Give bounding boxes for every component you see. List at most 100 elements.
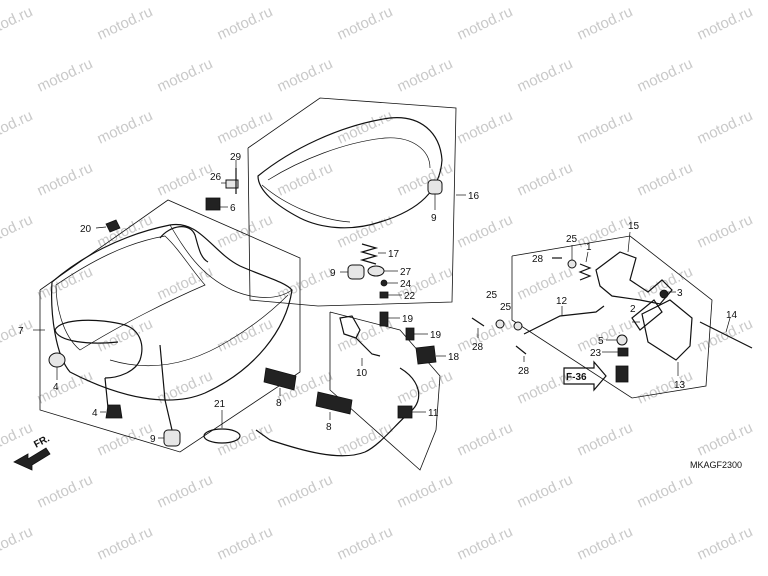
clip-20 — [105, 219, 121, 233]
lever-12 — [523, 305, 605, 335]
rear-seat-group — [247, 97, 466, 307]
front-seat-group — [33, 160, 301, 453]
watermark-text: motod.ru — [695, 523, 756, 563]
watermark-text: motod.ru — [395, 367, 456, 407]
bracket-18 — [415, 345, 437, 365]
cable-end-11 — [397, 405, 413, 419]
lock-10 — [339, 315, 381, 357]
watermark-text: motod.ru — [95, 419, 156, 459]
watermark-text: motod.ru — [575, 419, 636, 459]
label-27: 27 — [400, 267, 412, 278]
watermark-text: motod.ru — [575, 523, 636, 563]
arm-2 — [631, 299, 663, 331]
label-28b: 28 — [472, 342, 484, 353]
watermark-text: motod.ru — [35, 55, 96, 95]
watermark-text: motod.ru — [455, 211, 516, 251]
label-24: 24 — [400, 279, 412, 290]
label-6: 6 — [230, 203, 236, 214]
watermark-text: motod.ru — [155, 263, 216, 303]
watermark-text: motod.ru — [575, 107, 636, 147]
spring-17 — [359, 243, 379, 265]
grommet-4b — [105, 404, 123, 419]
pin-28b — [471, 317, 485, 327]
watermark-text: motod.ru — [455, 315, 516, 355]
ref-arrow — [563, 360, 607, 392]
label-25c: 25 — [500, 302, 512, 313]
watermark-text: motod.ru — [515, 159, 576, 199]
label-19a: 19 — [402, 314, 414, 325]
watermark-text: motod.ru — [455, 107, 516, 147]
front-seat-cover — [51, 223, 293, 401]
watermark-text: motod.ru — [695, 419, 756, 459]
label-layer: 29 26 6 20 7 4 4 9 21 8 8 16 9 17 9 27 2… — [18, 152, 742, 470]
watermark-text: motod.ru — [695, 315, 756, 355]
rod-14 — [699, 321, 753, 349]
label-2: 2 — [630, 304, 636, 315]
watermark-text: motod.ru — [455, 419, 516, 459]
rear-seat-top — [267, 137, 431, 181]
watermark-text: motod.ru — [95, 523, 156, 563]
cable-box — [329, 311, 441, 471]
label-11: 11 — [428, 408, 439, 419]
label-4b: 4 — [92, 408, 98, 419]
band-8b — [315, 391, 353, 415]
label-13: 13 — [674, 380, 686, 391]
label-26: 26 — [210, 172, 222, 183]
watermark-text: motod.ru — [275, 159, 336, 199]
watermark-text: motod.ru — [455, 523, 516, 563]
bolt-19b — [405, 327, 415, 341]
label-20: 20 — [80, 224, 92, 235]
watermark-text: motod.ru — [395, 471, 456, 511]
bolt-19a — [379, 311, 389, 327]
label-28a: 28 — [532, 254, 544, 265]
watermark-text: motod.ru — [335, 3, 396, 43]
label-21: 21 — [214, 399, 226, 410]
label-14: 14 — [726, 310, 738, 321]
washer-25a — [567, 259, 577, 269]
watermark-text: motod.ru — [0, 107, 35, 147]
watermark-text: motod.ru — [575, 3, 636, 43]
washer-26 — [225, 179, 239, 189]
watermark-text: motod.ru — [35, 471, 96, 511]
latch-group — [471, 231, 753, 399]
watermark-text: motod.ru — [215, 523, 276, 563]
label-25a: 25 — [566, 234, 578, 245]
front-seat-box — [39, 199, 301, 453]
spring-1 — [578, 263, 592, 281]
watermark-text: motod.ru — [155, 471, 216, 511]
label-23: 23 — [590, 348, 602, 359]
label-10: 10 — [356, 368, 368, 379]
collar-23 — [617, 347, 629, 357]
latch-box — [511, 235, 713, 399]
watermark-text: motod.ru — [0, 3, 35, 43]
damper-9b — [427, 179, 443, 195]
latch-15 — [595, 251, 673, 305]
label-5: 5 — [598, 336, 604, 347]
label-3: 3 — [677, 288, 683, 299]
screw-22 — [379, 291, 389, 299]
watermark-text: motod.ru — [575, 211, 636, 251]
label-29: 29 — [230, 152, 242, 163]
watermark-text: motod.ru — [35, 367, 96, 407]
watermark-text: motod.ru — [635, 471, 696, 511]
damper-9c — [347, 264, 365, 280]
bracket-6 — [205, 197, 221, 211]
watermark-text: motod.ru — [95, 3, 156, 43]
watermark-text: motod.ru — [455, 3, 516, 43]
label-15: 15 — [628, 221, 640, 232]
front-seat-texture — [55, 235, 206, 351]
watermark-text: motod.ru — [0, 419, 35, 459]
watermark-text: motod.ru — [695, 211, 756, 251]
watermark-layer: motod.ru motod.ru motod.ru motod.ru motod.ru… — [0, 3, 755, 563]
watermark-text: motod.ru — [275, 55, 336, 95]
damper-9a — [163, 429, 181, 447]
label-17: 17 — [388, 249, 400, 260]
label-9b: 9 — [431, 213, 437, 224]
washer-27 — [367, 265, 385, 277]
watermark-text: motod.ru — [335, 211, 396, 251]
watermark-text: motod.ru — [0, 523, 35, 563]
bracket-13 — [641, 299, 693, 361]
watermark-text: motod.ru — [155, 55, 216, 95]
watermark-text: motod.ru — [695, 3, 756, 43]
label-8a: 8 — [276, 398, 282, 409]
